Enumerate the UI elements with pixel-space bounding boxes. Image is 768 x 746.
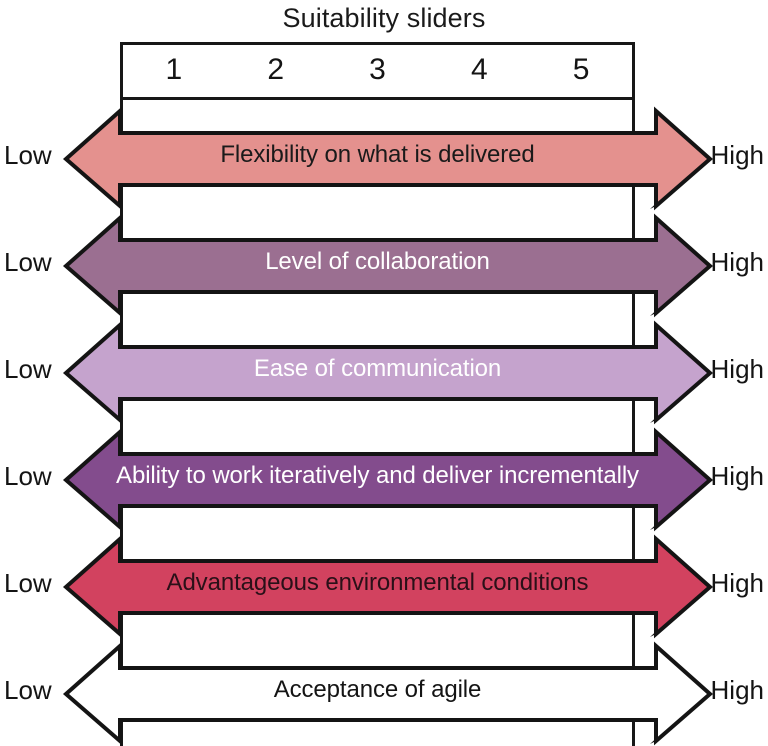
arrow-body — [62, 641, 714, 746]
arrow-body — [62, 320, 714, 425]
scale-tick-1: 1 — [165, 53, 183, 86]
high-label-communication: High — [710, 354, 764, 384]
scale-tick-row: 1 2 3 4 5 — [123, 45, 632, 97]
scale-tick-3: 3 — [369, 53, 386, 86]
slider-arrow-collaboration[interactable] — [62, 213, 714, 318]
scale-tick-4: 4 — [470, 53, 488, 86]
slider-arrow-flexibility[interactable] — [62, 106, 714, 211]
high-label-flexibility: High — [710, 140, 764, 170]
scale-tick-5: 5 — [572, 53, 590, 86]
slider-arrow-iterative-delivery[interactable] — [62, 427, 714, 532]
low-label-flexibility: Low — [4, 140, 52, 170]
arrow-body — [62, 427, 714, 532]
low-label-collaboration: Low — [4, 247, 52, 277]
low-label-communication: Low — [4, 354, 52, 384]
arrow-body — [62, 534, 714, 639]
page-title: Suitability sliders — [282, 3, 486, 33]
low-label-environmental-conditions: Low — [4, 568, 52, 598]
high-label-iterative-delivery: High — [710, 461, 764, 491]
high-label-acceptance-of-agile: High — [710, 675, 764, 705]
slider-arrow-acceptance-of-agile[interactable] — [62, 641, 714, 746]
slider-arrow-environmental-conditions[interactable] — [62, 534, 714, 639]
slider-arrow-communication[interactable] — [62, 320, 714, 425]
high-label-collaboration: High — [710, 247, 764, 277]
arrow-body — [62, 213, 714, 318]
suitability-scale-box: 1 2 3 4 5 — [120, 42, 635, 100]
low-label-iterative-delivery: Low — [4, 461, 52, 491]
scale-tick-2: 2 — [267, 53, 285, 86]
low-label-acceptance-of-agile: Low — [4, 675, 52, 705]
scale-rail-right — [632, 100, 635, 746]
high-label-environmental-conditions: High — [710, 568, 764, 598]
arrow-body — [62, 106, 714, 211]
